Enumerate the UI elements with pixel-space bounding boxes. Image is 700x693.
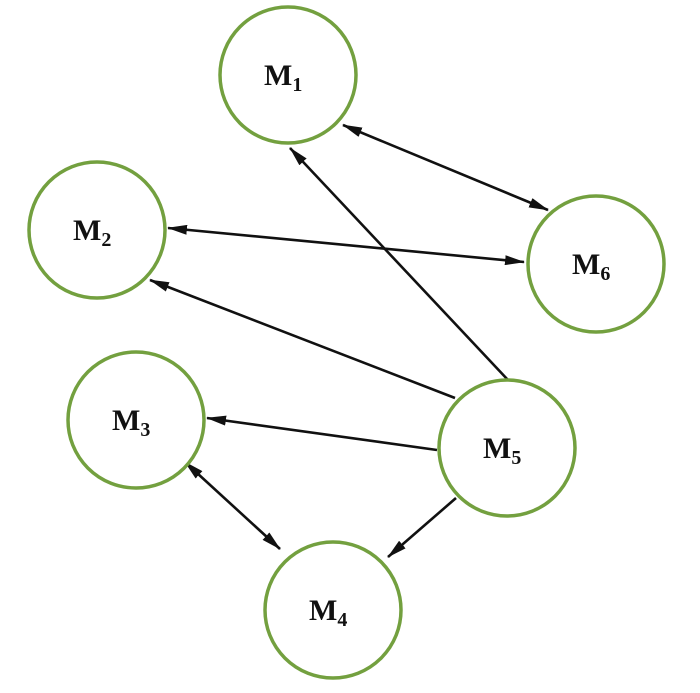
node-m4: M4 xyxy=(263,540,403,680)
node-circle xyxy=(27,160,167,300)
node-label: M5 xyxy=(483,432,521,469)
node-label: M1 xyxy=(264,59,302,96)
node-m3: M3 xyxy=(66,350,206,490)
node-label: M4 xyxy=(309,594,347,631)
edge-m5-m4 xyxy=(387,497,457,558)
edge-m5-m1 xyxy=(289,147,509,381)
edge-m5-m3 xyxy=(206,415,438,452)
edge-m5-m2 xyxy=(149,278,456,400)
node-m1: M1 xyxy=(218,5,358,145)
node-label: M6 xyxy=(572,248,610,285)
node-circle xyxy=(66,350,206,490)
edge-m3-m4 xyxy=(184,461,281,550)
node-circle xyxy=(437,378,577,518)
edge-m1-m6 xyxy=(342,123,549,212)
node-m6: M6 xyxy=(526,194,666,334)
node-m2: M2 xyxy=(27,160,167,300)
node-circle xyxy=(526,194,666,334)
node-circle xyxy=(263,540,403,680)
node-label: M3 xyxy=(112,404,150,441)
node-label: M2 xyxy=(73,214,111,251)
node-circle xyxy=(218,5,358,145)
edge-m2-m6 xyxy=(167,224,525,266)
node-m5: M5 xyxy=(437,378,577,518)
